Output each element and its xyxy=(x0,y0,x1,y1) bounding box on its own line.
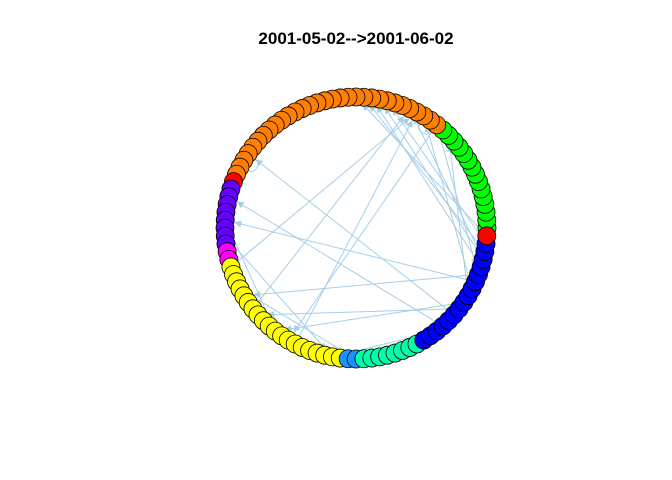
nodes-layer xyxy=(215,87,497,369)
graph-edge xyxy=(252,115,404,310)
graph-edge xyxy=(293,124,438,333)
graph-edge xyxy=(294,120,413,345)
graph-edge xyxy=(230,117,410,268)
graph-edge xyxy=(236,201,444,327)
graph-edge xyxy=(255,159,455,316)
graph-edge xyxy=(267,308,460,318)
graph-edge xyxy=(224,235,327,350)
graph-edge xyxy=(436,124,478,266)
graph-edge xyxy=(424,124,473,289)
graph-edge xyxy=(376,105,482,268)
graph-edge xyxy=(253,273,479,298)
graph-edge xyxy=(234,220,476,283)
graph-node xyxy=(477,226,497,246)
plot-title: 2001-05-02-->2001-06-02 xyxy=(258,29,454,48)
graph-edge xyxy=(447,144,469,296)
graph-edge xyxy=(392,108,487,245)
graph-edge xyxy=(247,293,357,360)
graph-edge xyxy=(284,301,464,333)
graph-edge xyxy=(362,103,488,237)
